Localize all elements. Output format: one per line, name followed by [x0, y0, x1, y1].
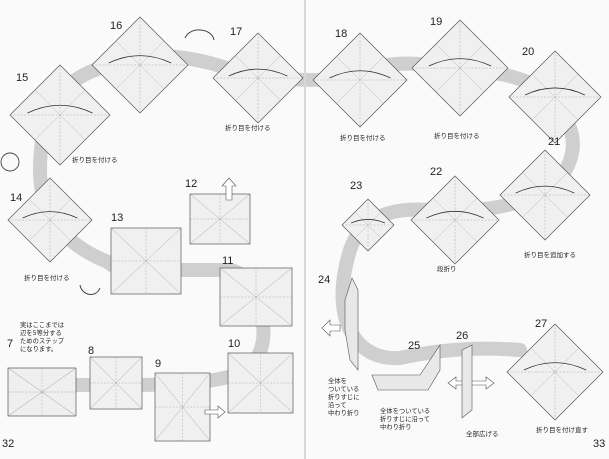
step-number-10: 10 — [228, 338, 241, 350]
caption-step-22: 段折り — [437, 265, 457, 273]
step-number-18: 18 — [335, 28, 348, 40]
model-step-18 — [312, 32, 408, 128]
caption-step-26: 全部広げる — [466, 430, 499, 438]
caption-step-15: 折り目を付ける — [72, 156, 118, 164]
model-step-20 — [508, 50, 602, 144]
caption-step-21: 折り目を追加する — [524, 251, 576, 259]
model-step-26 — [461, 344, 473, 419]
step-number-21: 21 — [548, 136, 561, 148]
note-step-25: 全体をついている折りすじに沿って中わり折り — [380, 408, 431, 431]
step-number-12: 12 — [185, 178, 198, 190]
arrow-step-12 — [221, 177, 237, 201]
step-number-13: 13 — [111, 212, 124, 224]
model-step-21 — [499, 149, 591, 241]
model-step-23 — [341, 198, 395, 252]
rotate-arrow-16 — [184, 29, 215, 41]
model-step-9 — [154, 372, 211, 442]
model-step-22 — [410, 175, 500, 265]
step-number-24: 24 — [318, 274, 331, 286]
step-number-7: 7 — [7, 338, 14, 350]
model-step-13 — [110, 227, 182, 295]
model-step-15 — [9, 64, 111, 166]
caption-step-17: 折り目を付ける — [225, 124, 271, 132]
rotate-arrow-14 — [79, 284, 101, 295]
step-number-11: 11 — [222, 255, 234, 267]
model-step-25 — [371, 344, 441, 391]
step-number-17: 17 — [230, 26, 243, 38]
step-number-14: 14 — [10, 192, 23, 204]
step-number-20: 20 — [522, 46, 535, 58]
step-number-8: 8 — [88, 345, 95, 357]
step-number-25: 25 — [408, 340, 421, 352]
caption-step-14: 折り目を付ける — [24, 274, 70, 282]
step-number-19: 19 — [430, 16, 443, 28]
model-step-11 — [219, 267, 293, 327]
model-step-27 — [506, 323, 604, 421]
model-step-17 — [212, 32, 304, 124]
model-step-10 — [227, 352, 294, 414]
step-number-9: 9 — [155, 358, 162, 370]
model-step-14 — [7, 177, 93, 263]
model-step-12 — [189, 193, 251, 245]
step-number-15: 15 — [16, 72, 29, 84]
model-step-19 — [411, 19, 509, 117]
caption-step-18: 折り目を付ける — [340, 134, 386, 142]
arrow-step-9 — [204, 405, 226, 419]
page-number-right: 33 — [593, 438, 606, 450]
step-number-22: 22 — [430, 166, 443, 178]
step-number-27: 27 — [535, 318, 548, 330]
model-step-16 — [91, 16, 189, 114]
model-step-24 — [344, 277, 359, 371]
page-number-left: 32 — [2, 438, 15, 450]
note-step-24: 全体をついている折りすじに沿って中わり折り — [328, 378, 360, 417]
step-number-16: 16 — [110, 20, 123, 32]
step-number-26: 26 — [456, 330, 469, 342]
model-step-8 — [89, 356, 143, 410]
note-step-7: 実はここまでは辺を5等分するためのステップになります。 — [20, 322, 65, 353]
arrow-step-24 — [321, 319, 341, 337]
caption-step-27: 折り目を付け直す — [536, 426, 588, 434]
rotate-arrow-15 — [0, 152, 20, 172]
caption-step-20: 折り目を付ける — [434, 132, 480, 140]
step-number-23: 23 — [350, 180, 363, 192]
